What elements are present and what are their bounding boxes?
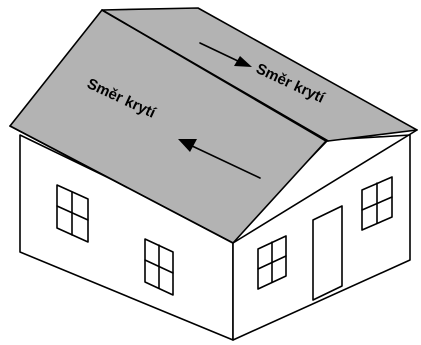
roof-eave-front xyxy=(9,125,234,244)
window-side-left xyxy=(257,235,287,290)
roof-eave-side xyxy=(232,129,418,244)
window-front-left xyxy=(56,184,89,243)
arrow-left-icon xyxy=(178,139,261,179)
window-side-right xyxy=(361,176,393,231)
roof-ridge-line xyxy=(101,9,329,142)
window-front-right xyxy=(144,238,174,296)
door xyxy=(312,205,343,301)
arrow-right-icon xyxy=(199,42,252,67)
